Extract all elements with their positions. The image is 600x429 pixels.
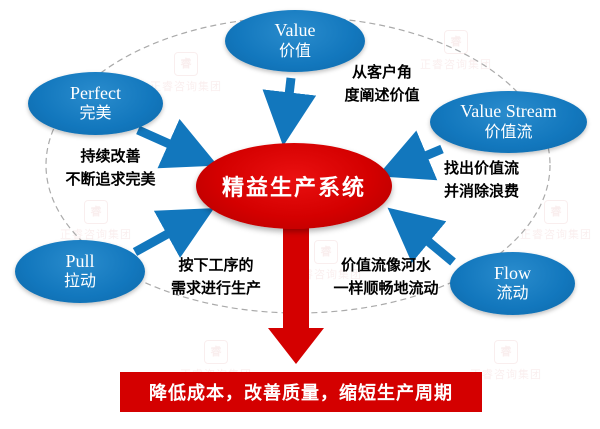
node-value-stream-en: Value Stream bbox=[460, 101, 557, 122]
annotation-value: 从客户角 度阐述价值 bbox=[322, 62, 442, 107]
node-pull-zh: 拉动 bbox=[63, 273, 96, 291]
arrow-value-to-center bbox=[262, 77, 317, 147]
node-flow-en: Flow bbox=[493, 262, 531, 283]
bottom-banner: 降低成本，改善质量，缩短生产周期 bbox=[120, 372, 482, 412]
arrow-pull-to-center bbox=[132, 208, 215, 258]
node-value-stream: Value Stream 价值流 bbox=[430, 91, 587, 153]
node-value-zh: 价值 bbox=[278, 42, 311, 60]
node-flow: Flow 流动 bbox=[450, 252, 575, 315]
dashed-ring bbox=[45, 16, 551, 314]
annotation-line: 需求进行生产 bbox=[170, 279, 261, 297]
arrow-center-to-banner bbox=[268, 226, 324, 364]
annotation-flow: 价值流像河水 一样顺畅地流动 bbox=[316, 255, 456, 300]
node-perfect-zh: 完美 bbox=[79, 105, 112, 123]
node-value: Value 价值 bbox=[225, 10, 365, 72]
annotation-perfect: 持续改善 不断追求完美 bbox=[38, 146, 183, 191]
annotation-line: 价值流像河水 bbox=[340, 257, 431, 274]
annotation-line: 一样顺畅地流动 bbox=[333, 279, 439, 297]
node-value-stream-zh: 价值流 bbox=[484, 123, 533, 141]
center-node: 精益生产系统 bbox=[196, 143, 392, 229]
node-pull-en: Pull bbox=[65, 250, 95, 271]
center-node-label: 精益生产系统 bbox=[221, 175, 366, 200]
annotation-line: 不断追求完美 bbox=[65, 170, 156, 188]
annotation-line: 并消除浪费 bbox=[443, 182, 519, 200]
annotation-line: 从客户角 bbox=[351, 64, 412, 81]
annotation-line: 持续改善 bbox=[80, 148, 141, 165]
node-perfect: Perfect 完美 bbox=[28, 72, 163, 135]
node-value-en: Value bbox=[274, 20, 316, 41]
annotation-pull: 按下工序的 需求进行生产 bbox=[156, 255, 276, 300]
annotation-line: 按下工序的 bbox=[178, 257, 254, 274]
arrow-flow-to-center bbox=[387, 207, 456, 266]
banner-label: 降低成本，改善质量，缩短生产周期 bbox=[149, 383, 453, 403]
annotation-line: 找出价值流 bbox=[443, 160, 519, 177]
node-flow-zh: 流动 bbox=[496, 285, 529, 303]
arrow-perfect-to-center bbox=[136, 118, 218, 169]
arrow-value-stream-to-center bbox=[377, 130, 444, 181]
annotation-line: 度阐述价值 bbox=[344, 86, 420, 104]
annotation-value-stream: 找出价值流 并消除浪费 bbox=[424, 158, 539, 203]
node-pull: Pull 拉动 bbox=[15, 240, 145, 303]
node-perfect-en: Perfect bbox=[70, 82, 121, 103]
